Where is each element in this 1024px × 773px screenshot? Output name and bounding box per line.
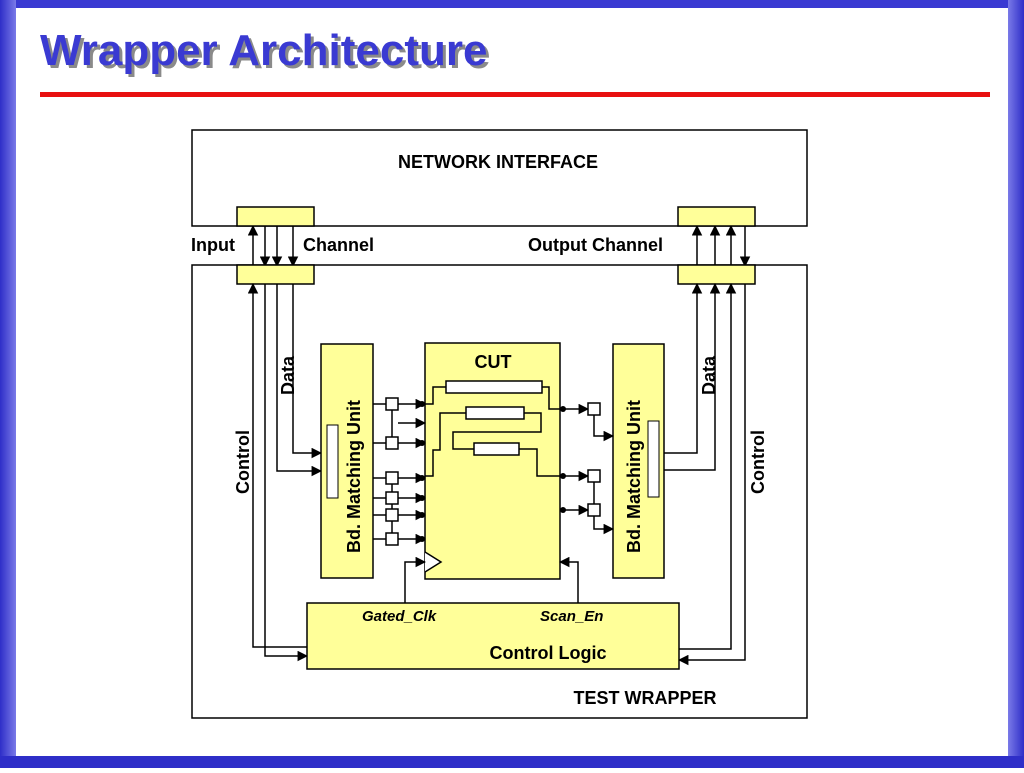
left-control-label: Control xyxy=(233,430,253,494)
page-title-shadow: Wrapper Architecture xyxy=(43,29,490,78)
output-port-bottom xyxy=(677,264,756,285)
channel-label: Channel xyxy=(303,235,374,255)
right-wiring xyxy=(664,282,746,666)
left-wiring xyxy=(247,282,323,662)
control-logic-label: Control Logic xyxy=(490,643,607,663)
frame-top-bar xyxy=(0,0,1024,8)
frame-left-bar xyxy=(0,0,16,768)
input-port-bottom xyxy=(236,264,315,285)
frame-right-bar xyxy=(1008,0,1024,768)
cut-label: CUT xyxy=(475,352,512,372)
input-channel-wires xyxy=(247,224,299,268)
right-bd-label: Bd. Matching Unit xyxy=(624,400,644,553)
title-rule xyxy=(40,92,990,97)
right-io-cells xyxy=(587,402,601,517)
gated-clk-label: Gated_Clk xyxy=(362,608,437,625)
cut-block xyxy=(424,342,561,580)
page-title: Wrapper Architecture xyxy=(40,26,487,75)
input-port-top xyxy=(236,206,315,227)
clock-triangle xyxy=(424,551,443,573)
left-data-label: Data xyxy=(278,355,298,395)
control-signal-wires xyxy=(404,556,579,603)
frame-bottom-bar xyxy=(0,756,1024,768)
right-data-label: Data xyxy=(699,355,719,395)
right-io-dots xyxy=(560,406,566,513)
control-logic-block xyxy=(306,602,680,670)
scan-register-3 xyxy=(473,442,520,456)
output-port-top xyxy=(677,206,756,227)
scan-register-2 xyxy=(465,406,525,420)
network-interface-label: NETWORK INTERFACE xyxy=(398,152,598,172)
scan-en-label: Scan_En xyxy=(540,608,603,625)
test-wrapper-label: TEST WRAPPER xyxy=(573,688,716,708)
output-channel-wires xyxy=(691,224,751,268)
output-channel-label: Output Channel xyxy=(528,235,663,255)
scan-register-1 xyxy=(445,380,543,394)
input-label: Input xyxy=(191,235,235,255)
left-bd-label: Bd. Matching Unit xyxy=(344,400,364,553)
left-io-dots xyxy=(419,401,425,542)
left-bd-register xyxy=(326,424,339,499)
right-bd-register xyxy=(647,420,660,498)
right-control-label: Control xyxy=(748,430,768,494)
scan-chain-wires xyxy=(425,386,563,477)
left-io-cells xyxy=(385,397,399,546)
